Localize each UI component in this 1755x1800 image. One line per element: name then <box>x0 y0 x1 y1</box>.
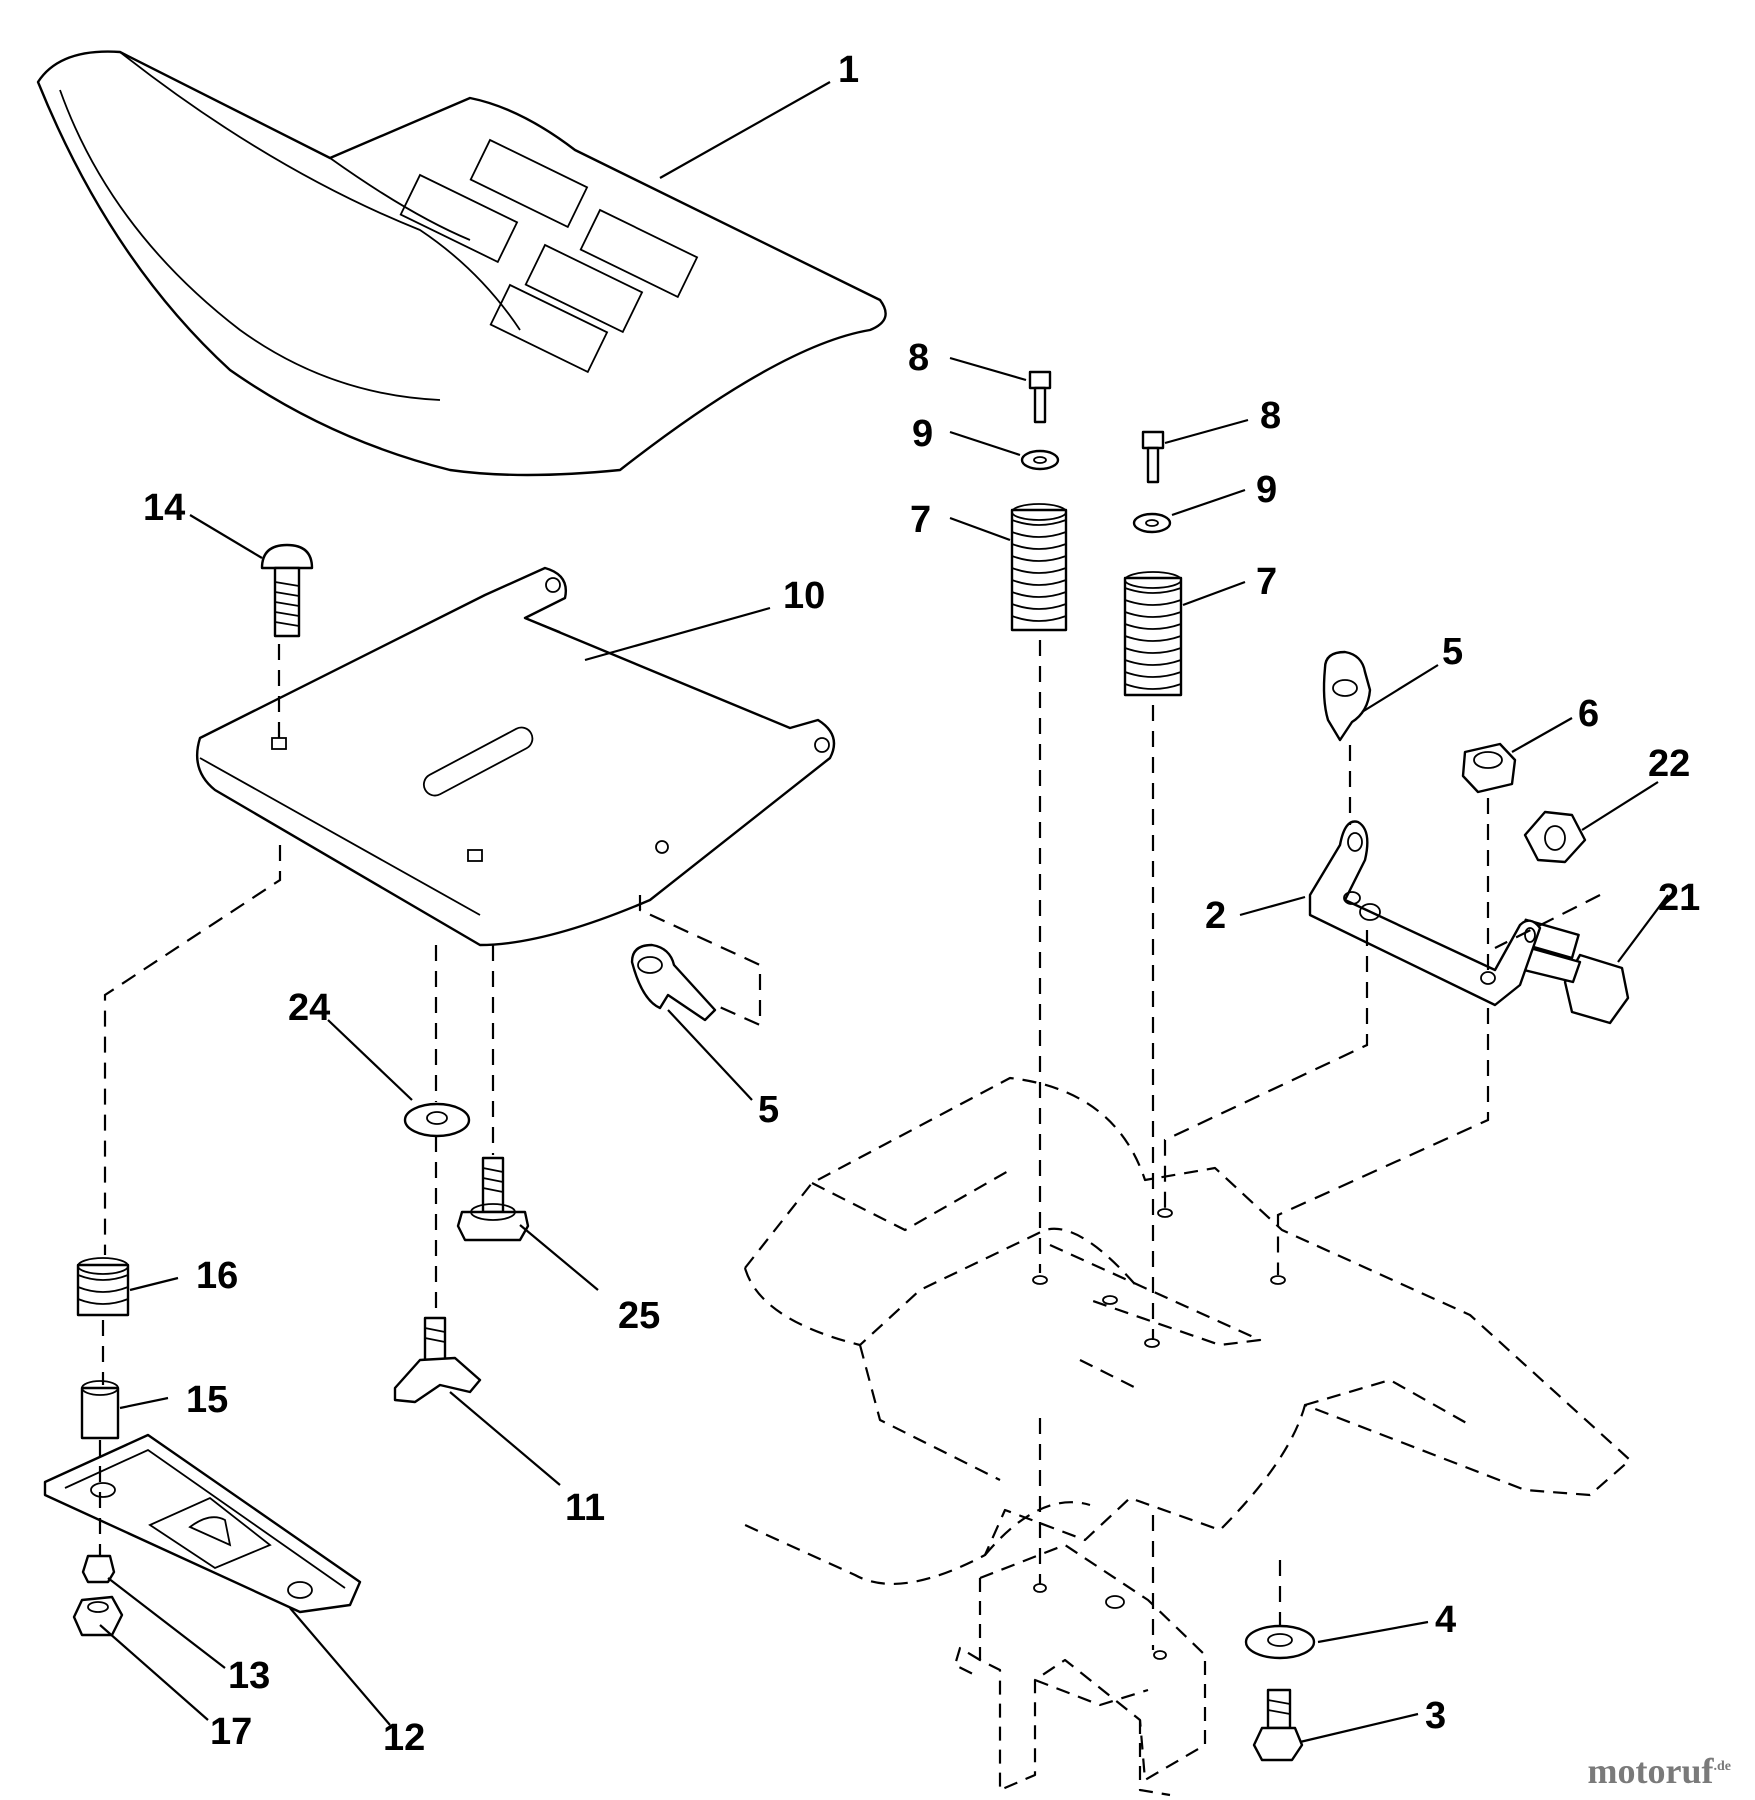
washer-4 <box>1244 1624 1316 1660</box>
leader-lines <box>99 81 1669 1744</box>
callout-13: 13 <box>228 1655 270 1697</box>
seat-pan <box>195 566 836 947</box>
washer-9-right <box>1132 512 1172 534</box>
callout-12: 12 <box>383 1717 425 1759</box>
callout-15: 15 <box>186 1379 228 1421</box>
bolt-3 <box>1252 1688 1304 1762</box>
callout-numbers: 1 14 10 8 8 9 9 7 7 5 6 22 21 2 24 5 16 … <box>143 49 1700 1759</box>
callout-16: 16 <box>196 1255 238 1297</box>
callout-8-left: 8 <box>908 337 929 379</box>
seat-cushion <box>36 50 887 477</box>
nut-13 <box>81 1554 116 1584</box>
watermark-logo: motoruf.de <box>1588 1750 1731 1792</box>
callout-2: 2 <box>1205 895 1226 937</box>
callout-9-right: 9 <box>1256 469 1277 511</box>
small-spring <box>76 1257 130 1317</box>
spring-left <box>1010 503 1068 632</box>
callout-7-left: 7 <box>910 499 931 541</box>
seat-bracket <box>1308 820 1542 1007</box>
seat-slide-plate <box>43 1433 362 1614</box>
nut-17 <box>72 1595 124 1637</box>
flat-washer <box>403 1102 471 1138</box>
callout-4: 4 <box>1435 1599 1456 1641</box>
callout-1: 1 <box>838 49 859 91</box>
callout-6: 6 <box>1578 693 1599 735</box>
callout-14: 14 <box>143 487 185 529</box>
callout-5-lower: 5 <box>758 1089 779 1131</box>
callout-21: 21 <box>1658 877 1700 919</box>
callout-8-right: 8 <box>1260 395 1281 437</box>
callout-5-upper: 5 <box>1442 631 1463 673</box>
watermark-name: motoruf <box>1587 1751 1714 1791</box>
spring-right <box>1123 571 1183 697</box>
watermark-suffix: .de <box>1713 1759 1732 1774</box>
bolt-8-left <box>1028 370 1052 424</box>
callout-7-right: 7 <box>1256 561 1277 603</box>
carriage-bolt <box>260 543 314 638</box>
callout-11: 11 <box>565 1487 605 1529</box>
hex-nut <box>1523 810 1587 864</box>
lock-nut <box>1461 742 1517 794</box>
callout-24: 24 <box>288 987 330 1029</box>
callout-3: 3 <box>1425 1695 1446 1737</box>
callout-9-left: 9 <box>912 413 933 455</box>
washer-9-left <box>1020 449 1060 471</box>
flange-bolt <box>456 1156 530 1242</box>
assembly-lines <box>98 640 1601 1650</box>
frame-outline <box>953 1543 1207 1797</box>
callout-25: 25 <box>618 1295 660 1337</box>
callout-10: 10 <box>783 575 825 617</box>
clip-lower <box>630 943 717 1022</box>
callout-22: 22 <box>1648 743 1690 785</box>
bolt-8-right <box>1141 430 1165 484</box>
clip-upper <box>1322 650 1372 742</box>
spacer <box>80 1380 120 1440</box>
fender-outline <box>743 1076 1632 1585</box>
callout-17: 17 <box>210 1711 252 1753</box>
seat-knob <box>393 1316 482 1404</box>
